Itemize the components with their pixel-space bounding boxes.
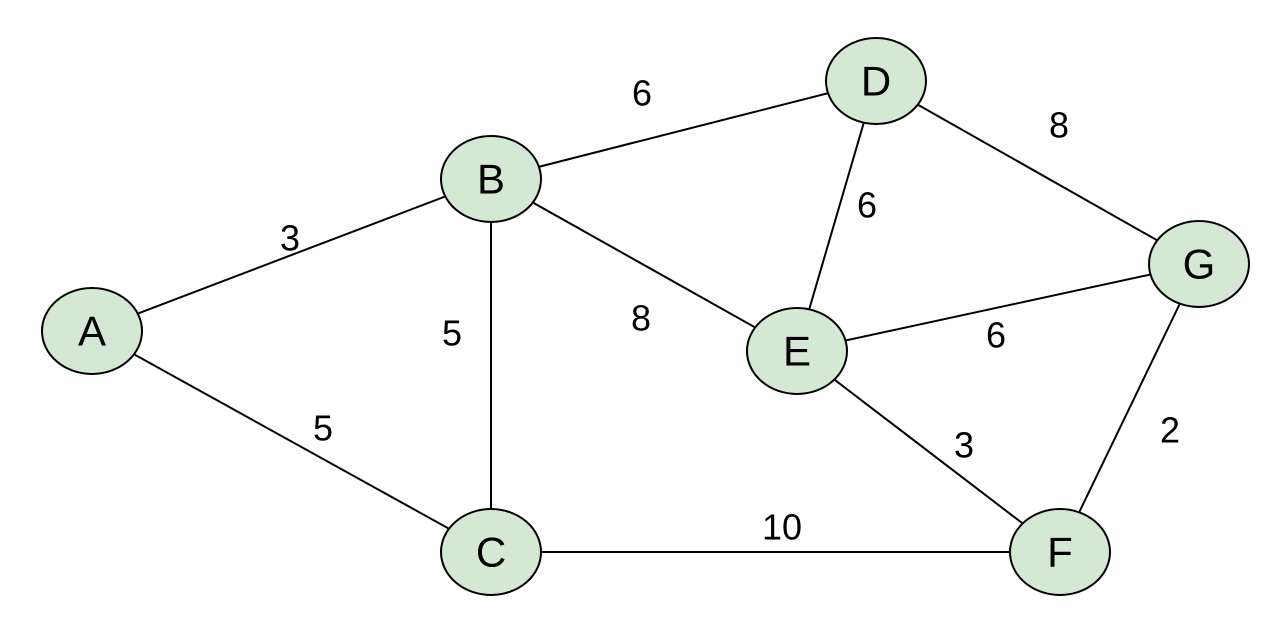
node-G xyxy=(1148,220,1250,308)
edge-weight-A-C: 5 xyxy=(313,408,333,449)
edge-F-G xyxy=(1059,263,1200,553)
node-B xyxy=(440,135,542,223)
node-label-B: B xyxy=(477,156,505,203)
edge-weight-B-E: 8 xyxy=(631,298,651,339)
node-A xyxy=(41,287,143,375)
node-E xyxy=(746,307,848,395)
edge-weight-A-B: 3 xyxy=(280,218,300,259)
node-label-A: A xyxy=(78,308,106,355)
edge-weight-D-G: 8 xyxy=(1049,105,1069,146)
edge-B-E xyxy=(490,178,798,352)
node-label-D: D xyxy=(861,58,891,105)
edge-weight-E-F: 3 xyxy=(954,425,974,466)
edge-A-C xyxy=(91,330,492,553)
edge-weight-D-E: 6 xyxy=(857,185,877,226)
node-label-F: F xyxy=(1047,529,1073,576)
edge-weight-F-G: 2 xyxy=(1160,410,1180,451)
node-label-G: G xyxy=(1183,241,1216,288)
node-label-C: C xyxy=(476,529,506,576)
edge-E-G xyxy=(796,263,1200,352)
edge-B-D xyxy=(490,80,877,180)
edge-weight-B-D: 6 xyxy=(632,73,652,114)
edge-weight-C-F: 10 xyxy=(762,507,802,548)
edge-D-E xyxy=(796,80,877,352)
node-label-E: E xyxy=(783,328,811,375)
edge-E-F xyxy=(796,350,1061,553)
edge-weight-B-C: 5 xyxy=(442,313,462,354)
node-C xyxy=(440,508,542,596)
node-D xyxy=(825,37,927,125)
edge-D-G xyxy=(875,80,1200,265)
edge-A-B xyxy=(91,178,492,332)
edge-weight-E-G: 6 xyxy=(986,315,1006,356)
node-F xyxy=(1009,508,1111,596)
